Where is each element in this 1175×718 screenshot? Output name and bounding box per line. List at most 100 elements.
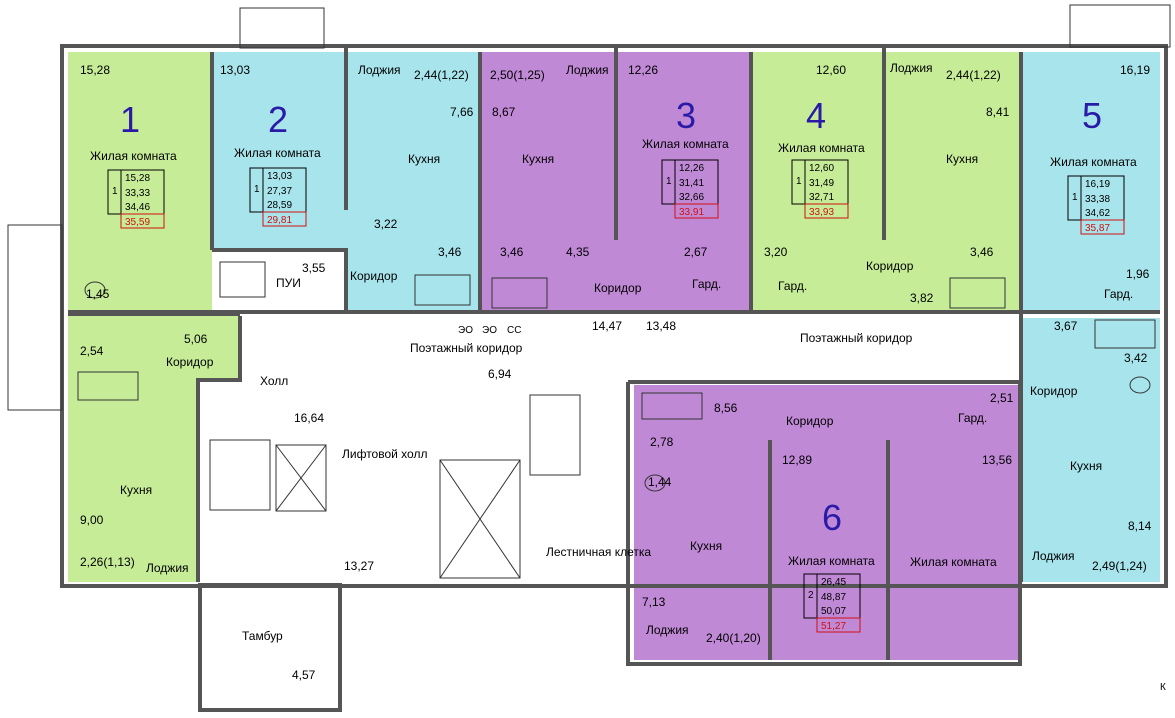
apt-5-loggia-label: Лоджия	[1032, 549, 1075, 563]
apt-6-kitchen-area: 7,13	[642, 595, 666, 609]
apartment-6-area[interactable]	[634, 385, 1020, 660]
svg-text:48,87: 48,87	[821, 592, 846, 603]
svg-text:33,38: 33,38	[1085, 194, 1110, 205]
apt-1-loggia-label: Лоджия	[146, 561, 189, 575]
svg-text:33,91: 33,91	[679, 207, 704, 218]
apt-5-gard-area: 1,96	[1126, 267, 1150, 281]
lift-hall-label: Лифтовой холл	[342, 447, 427, 461]
apt-5-kitchen-label: Кухня	[1070, 459, 1102, 473]
svg-text:29,81: 29,81	[267, 215, 292, 226]
apt-1-room-area: 15,28	[80, 63, 110, 77]
apt-5-loggia-area: 2,49(1,24)	[1092, 559, 1147, 573]
apt-1-kitchen-area: 9,00	[80, 513, 104, 527]
corridor-left-area: 6,94	[488, 367, 512, 381]
apt-2-corr-area: 3,22	[374, 217, 398, 231]
apt-1-wc: 1,45	[86, 287, 110, 301]
stair-flight	[209, 439, 271, 511]
apt-5-number: 5	[1082, 95, 1102, 136]
svg-text:31,49: 31,49	[809, 178, 834, 189]
apartment-5-area[interactable]	[1022, 52, 1160, 582]
svg-text:1: 1	[254, 184, 260, 195]
pui-sink	[219, 261, 266, 298]
lift-shaft	[439, 459, 521, 579]
apt-5-wc: 3,42	[1124, 351, 1148, 365]
hall-label: Холл	[260, 374, 288, 388]
apt-3-bath: 3,46	[500, 245, 524, 259]
apt-5-room-area: 16,19	[1120, 63, 1150, 77]
apt-6-corr-area: 8,56	[714, 401, 738, 415]
apt-3-loggia-area: 2,50(1,25)	[490, 68, 545, 82]
top-left-vent	[239, 7, 325, 49]
shaft-eo-1: ЭО	[458, 325, 473, 336]
bathtub-1	[77, 371, 139, 401]
apt-6-room2-area: 13,56	[982, 453, 1012, 467]
left-stair-shaft	[7, 224, 63, 411]
apt-2-room-area: 13,03	[220, 63, 250, 77]
svg-text:28,59: 28,59	[267, 200, 292, 211]
apt-5-bath: 3,67	[1054, 319, 1078, 333]
apt-4-gard-area: 3,20	[764, 245, 788, 259]
apt-5-gard-label: Гард.	[1104, 287, 1133, 301]
lift-shaft-small	[275, 444, 327, 512]
apt-3-number: 3	[676, 95, 696, 136]
apt-2-loggia-area: 2,44(1,22)	[414, 68, 469, 82]
apt-3-area-table: 1 12,26 31,41 32,66 33,91	[661, 159, 719, 219]
apt-4-bath: 3,46	[970, 245, 994, 259]
svg-text:15,28: 15,28	[125, 173, 150, 184]
svg-text:1: 1	[666, 176, 672, 187]
apt-6-area-table: 2 26,45 48,87 50,07 51,27	[803, 573, 861, 633]
apt-1-corr-area: 5,06	[184, 332, 208, 346]
svg-text:32,66: 32,66	[679, 192, 704, 203]
apt-6-wc: 1,44	[648, 475, 672, 489]
svg-text:32,71: 32,71	[809, 192, 834, 203]
svg-text:35,87: 35,87	[1085, 223, 1110, 234]
apt-5-corr-label: Коридор	[1030, 384, 1078, 398]
apt-6-room-area: 12,89	[782, 453, 812, 467]
apt-1-corr-label: Коридор	[166, 355, 214, 369]
apt-5-room-label: Жилая комната	[1050, 155, 1137, 169]
svg-text:16,19: 16,19	[1085, 179, 1110, 190]
apt-4-gard-label: Гард.	[778, 279, 807, 293]
apt-1-loggia-area: 2,26(1,13)	[80, 555, 135, 569]
bathtub-6	[641, 392, 703, 420]
apt-4-room-label: Жилая комната	[778, 141, 865, 155]
shaft-eo-2: ЭО	[482, 325, 497, 336]
apt-2-loggia-label: Лоджия	[358, 63, 401, 77]
apt-6-room2-label: Жилая комната	[910, 555, 997, 569]
svg-text:13,03: 13,03	[267, 171, 292, 182]
apt-1-kitchen-label: Кухня	[120, 483, 152, 497]
apt-4-loggia-label: Лоджия	[890, 61, 933, 75]
corridor-left-label: Поэтажный коридор	[410, 341, 523, 355]
apt-3-gard-label: Гард.	[692, 277, 721, 291]
apt-6-loggia-area: 2,40(1,20)	[706, 631, 761, 645]
apt-1-room-label: Жилая комната	[90, 149, 177, 163]
svg-text:26,45: 26,45	[821, 577, 846, 588]
apt-4-kitchen-area: 8,41	[986, 105, 1010, 119]
apt-6-kitchen-label: Кухня	[690, 539, 722, 553]
apt-3-room-label: Жилая комната	[642, 137, 729, 151]
corridor-area-b: 13,48	[646, 319, 676, 333]
apt-3-corr-area: 4,35	[566, 245, 590, 259]
apt-1-area-table: 1 15,28 33,33 34,46 35,59	[107, 169, 165, 229]
svg-text:1: 1	[1072, 192, 1078, 203]
apt-2-room-label: Жилая комната	[234, 146, 321, 160]
edge-letter: К	[1160, 682, 1166, 693]
apt-4-loggia-area: 2,44(1,22)	[946, 68, 1001, 82]
toilet-5	[1129, 376, 1151, 394]
bathtub-2	[414, 274, 471, 306]
apt-3-kitchen-area: 8,67	[492, 105, 516, 119]
tambur-label: Тамбур	[242, 629, 283, 643]
bathtub-3	[491, 277, 548, 309]
svg-text:2: 2	[808, 590, 814, 601]
stair-flight-right	[529, 394, 581, 476]
apt-6-gard-label: Гард.	[958, 411, 987, 425]
apt-2-kitchen-area: 7,66	[450, 105, 474, 119]
svg-text:12,26: 12,26	[679, 163, 704, 174]
apt-5-kitchen-area: 8,14	[1128, 519, 1152, 533]
apt-1-number: 1	[120, 99, 140, 140]
apt-3-room-area: 12,26	[628, 63, 658, 77]
svg-text:33,33: 33,33	[125, 188, 150, 199]
apt-3-kitchen-label: Кухня	[522, 152, 554, 166]
svg-text:51,27: 51,27	[821, 621, 846, 632]
